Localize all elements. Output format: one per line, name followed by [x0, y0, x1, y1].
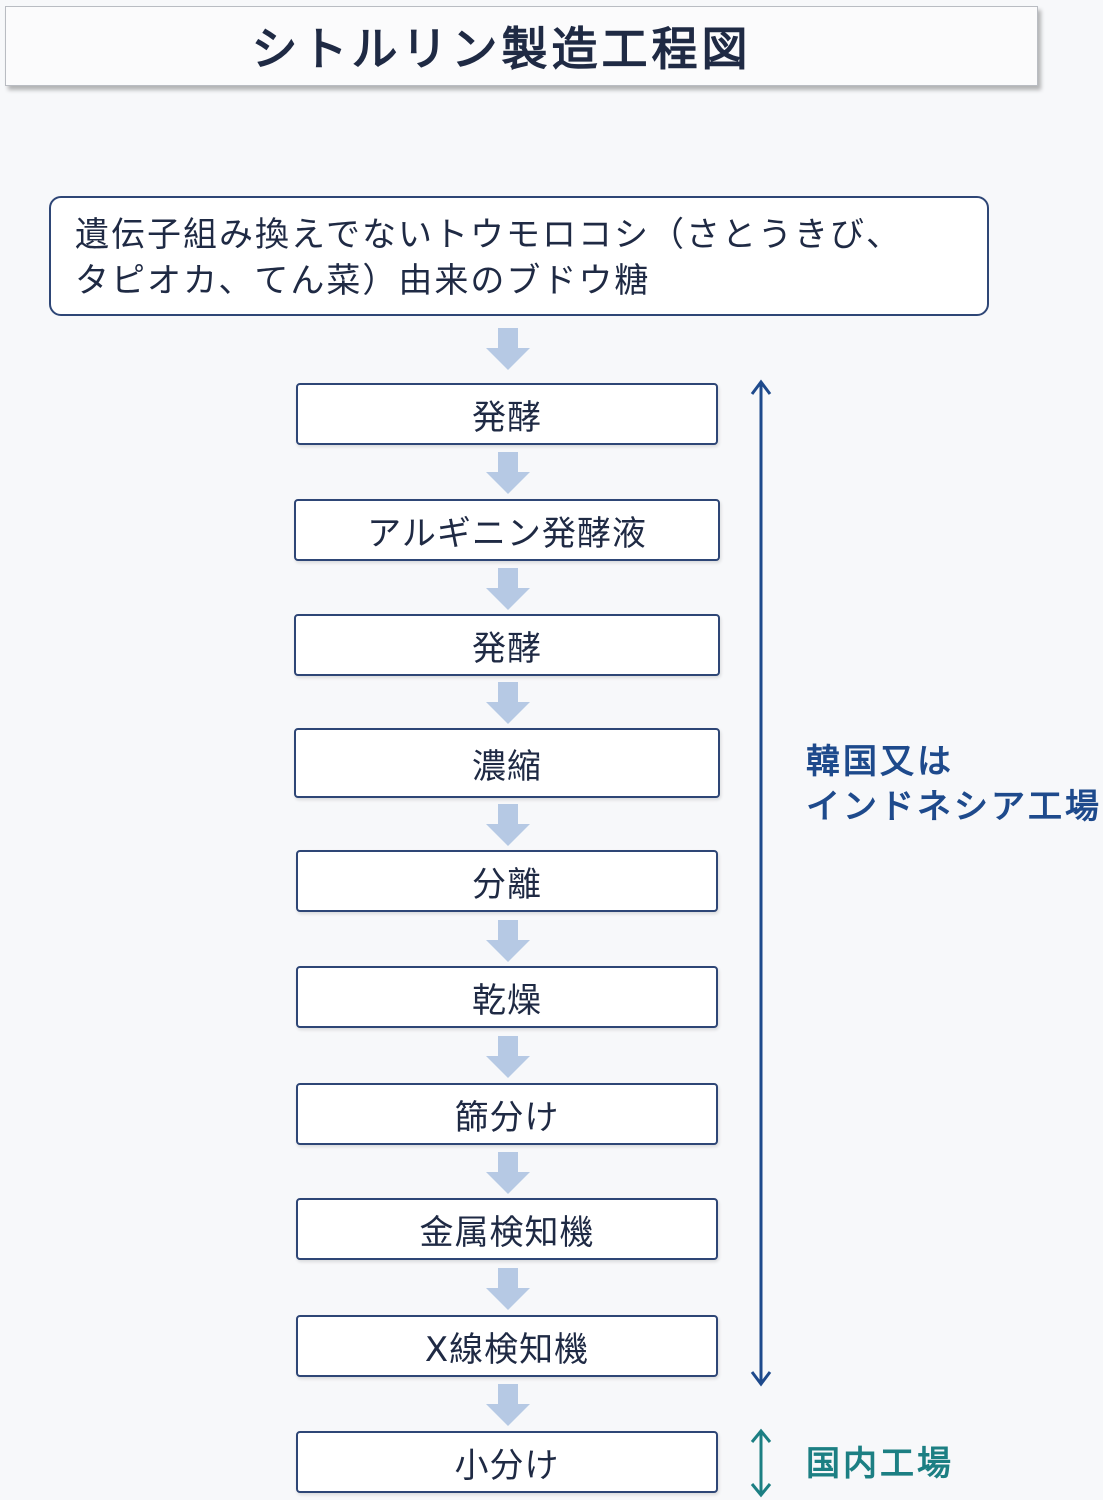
process-step-xray-detector: X線検知機: [296, 1315, 718, 1377]
flow-arrow-down-icon: [486, 920, 530, 962]
overseas-factory-label: 韓国又は インドネシア工場: [806, 740, 1102, 830]
process-step-concentration: 濃縮: [294, 728, 720, 798]
overseas-range-double-arrow-icon: [750, 379, 772, 1387]
source-text-line-2: タピオカ、てん菜）由来のブドウ糖: [75, 261, 651, 301]
page-title: シトルリン製造工程図: [251, 22, 752, 76]
process-step-fermentation-1: 発酵: [296, 383, 718, 445]
flow-arrow-down-icon: [486, 452, 530, 494]
domestic-range-double-arrow-icon: [750, 1428, 772, 1498]
flow-arrow-down-icon: [486, 1036, 530, 1078]
process-step-sieving: 篩分け: [296, 1083, 718, 1145]
process-step-drying: 乾燥: [296, 966, 718, 1028]
process-step-arginine-broth: アルギニン発酵液: [294, 499, 720, 561]
overseas-factory-label-line-1: 韓国又は: [806, 742, 954, 782]
flow-arrow-down-icon: [486, 1268, 530, 1310]
flow-arrow-down-icon: [486, 1384, 530, 1426]
title-box: シトルリン製造工程図: [5, 6, 1038, 86]
overseas-factory-label-line-2: インドネシア工場: [806, 787, 1102, 827]
flow-arrow-down-icon: [486, 328, 530, 370]
flow-arrow-down-icon: [486, 568, 530, 610]
process-step-separation: 分離: [296, 850, 718, 912]
process-step-fermentation-2: 発酵: [294, 614, 720, 676]
source-text-line-1: 遺伝子組み換えでないトウモロコシ（さとうきび、: [75, 215, 902, 255]
process-step-metal-detector: 金属検知機: [296, 1198, 718, 1260]
flow-arrow-down-icon: [486, 682, 530, 724]
flow-arrow-down-icon: [486, 804, 530, 846]
domestic-factory-label: 国内工場: [806, 1444, 954, 1484]
flow-arrow-down-icon: [486, 1152, 530, 1194]
process-step-subdivision: 小分け: [296, 1431, 718, 1493]
source-material-box: 遺伝子組み換えでないトウモロコシ（さとうきび、 タピオカ、てん菜）由来のブドウ糖: [49, 196, 989, 316]
